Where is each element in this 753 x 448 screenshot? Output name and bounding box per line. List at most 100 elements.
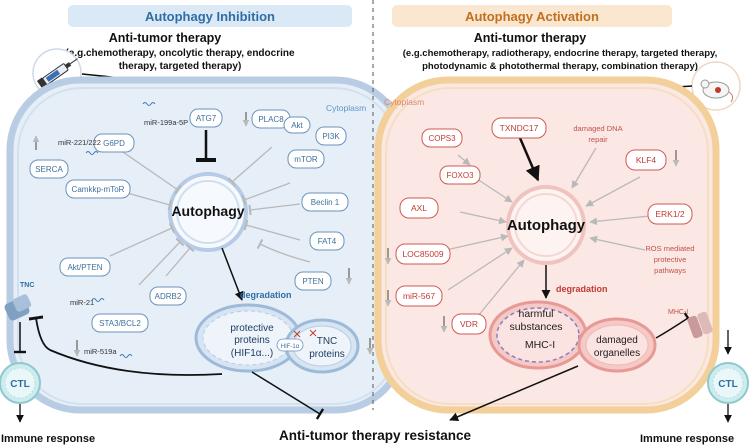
txndc17-arrow — [518, 137, 540, 182]
node-camkkp: Camkkp-mToR — [72, 185, 125, 194]
node-mtor: mTOR — [294, 155, 318, 164]
left-immune-response: Immune response — [1, 433, 95, 445]
node-loc85009: LOC85009 — [402, 249, 443, 259]
left-ctl-label: CTL — [10, 379, 29, 390]
left-banner-title: Autophagy Inhibition — [145, 9, 275, 24]
right-autophagy-label: Autophagy — [507, 217, 586, 234]
dna-repair-arrow — [571, 147, 597, 189]
mir567-arrow — [447, 247, 513, 291]
right-banner — [392, 5, 672, 27]
left-degradation-label: degradation — [240, 290, 292, 300]
right-cytoplasm-label: Cytoplasm — [384, 97, 424, 107]
vdr-arrow — [477, 259, 525, 317]
tnc-proteins-1: TNC — [317, 336, 338, 347]
ros-arrow — [589, 235, 646, 251]
node-foxo3: FOXO3 — [446, 171, 474, 180]
mhc-receptor-icon — [687, 311, 713, 339]
node-mir567: miR-567 — [403, 291, 435, 301]
tnc-protein-marks — [293, 329, 317, 338]
cops3-arrow — [457, 154, 471, 166]
node-beclin1: Beclin 1 — [311, 198, 340, 207]
vesicle-mhc-label: MHC-I — [525, 339, 555, 351]
harmful-substances-2: substances — [509, 321, 562, 333]
mouse-icon — [691, 61, 741, 111]
axl-arrow — [459, 211, 507, 225]
left-cytoplasm-label: Cytoplasm — [326, 103, 366, 113]
left-therapy-examples-2: therapy, targeted therapy) — [119, 61, 242, 72]
left-degradation-arrow — [221, 247, 244, 301]
mhc-inhibit-line — [655, 312, 693, 339]
tnc-receptor-icon — [4, 294, 32, 321]
fat4-inhibit-line — [243, 219, 301, 241]
mir21-icon — [91, 298, 105, 302]
left-autophagy-label: Autophagy — [171, 203, 244, 219]
mirna-199a: miR-199a-5P — [144, 118, 188, 127]
tnc-to-receptor-line — [28, 315, 223, 376]
node-axl: AXL — [411, 203, 427, 213]
damaged-dna-label-2: repair — [588, 135, 608, 144]
protective-proteins-3: (HIF1α...) — [231, 348, 273, 359]
left-therapy-examples-1: (e.g.chemotherapy, oncolytic therapy, en… — [65, 48, 295, 59]
left-autolysosome — [194, 303, 360, 374]
left-banner — [68, 5, 352, 27]
node-akt-pten: Akt/PTEN — [67, 263, 102, 272]
mtor-inhibit-line — [241, 182, 291, 206]
ros-label-3: pathways — [654, 266, 686, 275]
harmful-substances-1: harmful — [518, 308, 553, 320]
tnc-proteins-2: proteins — [309, 349, 345, 360]
right-ctl-cell-icon — [707, 362, 749, 404]
left-therapy-title: Anti-tumor therapy — [109, 31, 222, 45]
node-akt: Akt — [291, 121, 303, 130]
mir221-icon — [85, 151, 99, 155]
node-plac8: PLAC8 — [258, 115, 284, 124]
node-txndc17: TXNDC17 — [500, 123, 539, 133]
foxo3-arrow — [473, 176, 513, 203]
protective-proteins-1: protective — [230, 323, 274, 334]
adrb2-inhibit-line — [165, 243, 195, 277]
ros-label-1: ROS mediated — [645, 244, 694, 253]
node-erk: ERK1/2 — [655, 209, 685, 219]
aktpten-inhibit-line — [109, 222, 176, 257]
g6pd-inhibit-line — [119, 149, 182, 195]
right-immune-response: Immune response — [640, 433, 734, 445]
therapy-resistance-label: Anti-tumor therapy resistance — [279, 428, 472, 443]
node-vdr: VDR — [460, 319, 478, 329]
ros-label-2: protective — [654, 255, 687, 264]
plac8-inhibit-line — [227, 146, 273, 187]
node-stat3: STA3/BCL2 — [99, 319, 141, 328]
right-therapy-examples-1: (e.g.chemotherapy, radiotherapy, endocri… — [403, 48, 717, 59]
left-resistance-line — [251, 371, 325, 420]
beclin-inhibit-line — [248, 203, 301, 216]
node-adrb2: ADRB2 — [155, 292, 182, 301]
klf4-arrow — [585, 176, 641, 207]
damaged-organelles-2: organelles — [594, 348, 640, 359]
node-fat4: FAT4 — [318, 237, 337, 246]
right-resistance-arrow — [449, 365, 579, 421]
mirna-221: miR-221/222 — [58, 138, 101, 147]
stat3-inhibit-line — [138, 237, 185, 286]
left-ctl-cell-icon — [0, 362, 41, 404]
mirna-21: miR-21 — [70, 298, 94, 307]
damaged-dna-label-1: damaged DNA — [573, 124, 622, 133]
node-pi3k: PI3K — [322, 132, 340, 141]
right-therapy-examples-2: photodynamic & photothermal therapy, com… — [422, 61, 698, 72]
damaged-organelles-1: damaged — [596, 335, 638, 346]
hif-label: HIF-1α — [281, 344, 300, 350]
node-atg7: ATG7 — [196, 114, 217, 123]
mirna-519a: miR-519a — [84, 347, 117, 356]
node-cops3: COPS3 — [428, 134, 456, 143]
node-serca: SERCA — [35, 165, 63, 174]
right-autolysosome — [488, 300, 657, 373]
right-degradation-label: degradation — [556, 284, 608, 294]
mhc-label: MHC-I — [668, 309, 688, 316]
left-autophagosome — [168, 172, 248, 252]
node-pten: PTEN — [302, 277, 324, 286]
pten-inhibit-line — [256, 238, 311, 263]
mir199a-icon — [142, 102, 156, 106]
mir519a-icon — [119, 354, 133, 358]
loc-arrow — [445, 233, 509, 251]
protective-proteins-2: proteins — [234, 335, 270, 346]
right-autophagosome — [506, 185, 586, 265]
right-ctl-label: CTL — [718, 379, 737, 390]
